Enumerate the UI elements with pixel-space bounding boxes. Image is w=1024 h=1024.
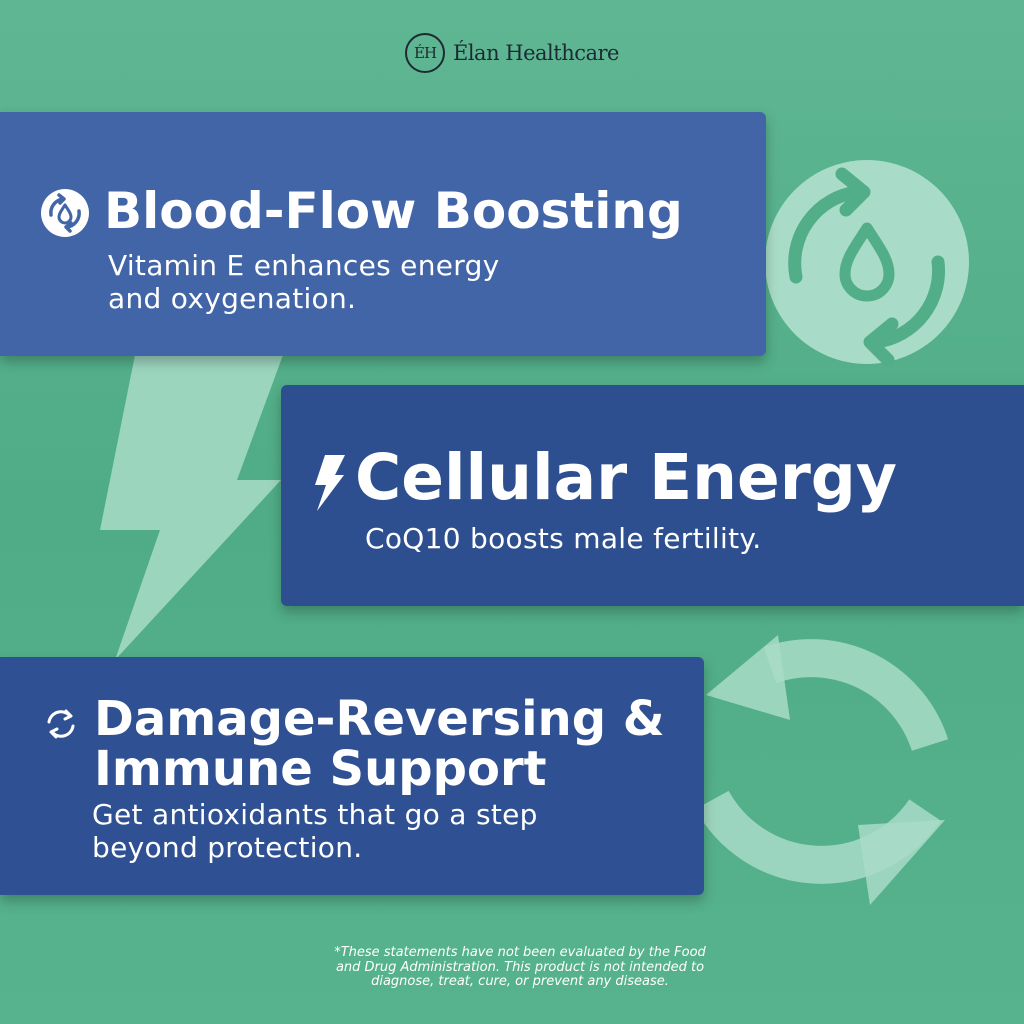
- brand-header: ÉH Élan Healthcare: [0, 30, 1024, 76]
- benefit-title-line-1: Damage-Reversing &: [94, 691, 665, 747]
- benefit-title: Blood-Flow Boosting: [104, 182, 683, 240]
- benefit-description: CoQ10 boosts male fertility.: [365, 522, 762, 555]
- benefit-card-damage-reversing: Damage-Reversing & Immune Support Get an…: [0, 657, 704, 895]
- background-drop-cycle-icon: [765, 160, 969, 367]
- cycle-arrows-icon: [47, 709, 75, 739]
- fda-disclaimer: *These statements have not been evaluate…: [334, 945, 706, 990]
- brand-monogram: ÉH: [405, 33, 446, 73]
- benefit-title-line-2: Immune Support: [94, 741, 547, 797]
- lightning-bolt-icon: [315, 455, 345, 511]
- benefit-card-blood-flow: Blood-Flow Boosting Vitamin E enhances e…: [0, 112, 766, 356]
- benefit-description: Get antioxidants that go a step beyond p…: [92, 798, 538, 864]
- benefit-description: Vitamin E enhances energy and oxygenatio…: [108, 249, 500, 315]
- brand-name: Élan Healthcare: [453, 41, 619, 65]
- benefit-card-cellular-energy: Cellular Energy CoQ10 boosts male fertil…: [281, 385, 1024, 606]
- benefit-title: Cellular Energy: [355, 441, 897, 514]
- blood-drop-cycle-icon: [41, 189, 89, 237]
